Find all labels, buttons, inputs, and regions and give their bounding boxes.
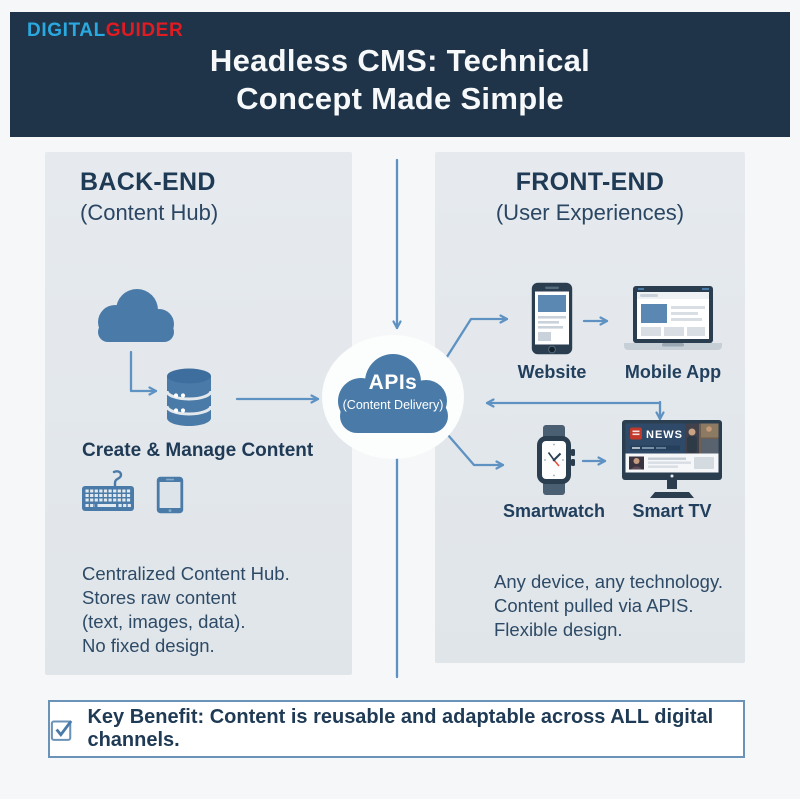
frontend-desc-line: Content pulled via APIS. <box>494 595 694 616</box>
key-benefit-prefix: Key Benefit: <box>87 706 205 728</box>
page-title: Headless CMS: Technical Concept Made Sim… <box>10 42 790 118</box>
api-cloud-text: APIs (Content Delivery) <box>323 371 463 412</box>
smartwatch-label: Smartwatch <box>502 501 606 521</box>
api-cloud-icon <box>338 354 448 433</box>
smartphone-icon <box>531 282 573 355</box>
frontend-desc-line: Any device, any technology. <box>494 571 723 592</box>
smart-tv-label: Smart TV <box>632 501 712 521</box>
header-banner: DIGITALGUIDER Headless CMS: Technical Co… <box>10 12 790 137</box>
tablet-icon <box>156 476 184 514</box>
page-title-line2: Concept Made Simple <box>236 81 564 116</box>
key-benefit-text: Key Benefit: Content is reusable and ada… <box>87 706 743 752</box>
frontend-description: Any device, any technology. Content pull… <box>494 570 723 642</box>
brand-logo: DIGITALGUIDER <box>27 20 183 42</box>
api-subtitle: (Content Delivery) <box>342 398 444 412</box>
key-benefit-body: Content is reusable and adaptable across… <box>87 706 714 751</box>
tv-news-label: NEWS <box>646 429 683 441</box>
api-title: APIs <box>368 371 418 394</box>
frontend-title: FRONT-END <box>515 168 665 196</box>
create-manage-label: Create & Manage Content <box>82 440 314 461</box>
brand-logo-primary: DIGITAL <box>27 20 106 41</box>
website-label: Website <box>517 362 587 382</box>
backend-desc-line: Stores raw content <box>82 587 237 608</box>
smart-tv-icon: NEWS <box>622 420 722 498</box>
checkbox-icon <box>50 719 73 741</box>
backend-subtitle: (Content Hub) <box>80 200 219 225</box>
content-cloud-icon <box>98 289 174 342</box>
backend-desc-line: Centralized Content Hub. <box>82 563 290 584</box>
laptop-icon <box>624 286 722 350</box>
brand-logo-secondary: GUIDER <box>105 20 184 41</box>
backend-title: BACK-END <box>80 168 216 196</box>
key-benefit-banner: Key Benefit: Content is reusable and ada… <box>48 700 745 758</box>
frontend-desc-line: Flexible design. <box>494 619 623 640</box>
database-icon <box>165 368 213 426</box>
backend-description: Centralized Content Hub. Stores raw cont… <box>82 562 290 658</box>
frontend-subtitle: (User Experiences) <box>495 200 685 225</box>
keyboard-icon <box>82 470 134 511</box>
smartwatch-icon <box>537 425 575 495</box>
page-title-line1: Headless CMS: Technical <box>209 43 591 78</box>
backend-desc-line: (text, images, data). <box>82 611 246 632</box>
mobile-app-label: Mobile App <box>624 362 722 382</box>
backend-desc-line: No fixed design. <box>82 635 215 656</box>
